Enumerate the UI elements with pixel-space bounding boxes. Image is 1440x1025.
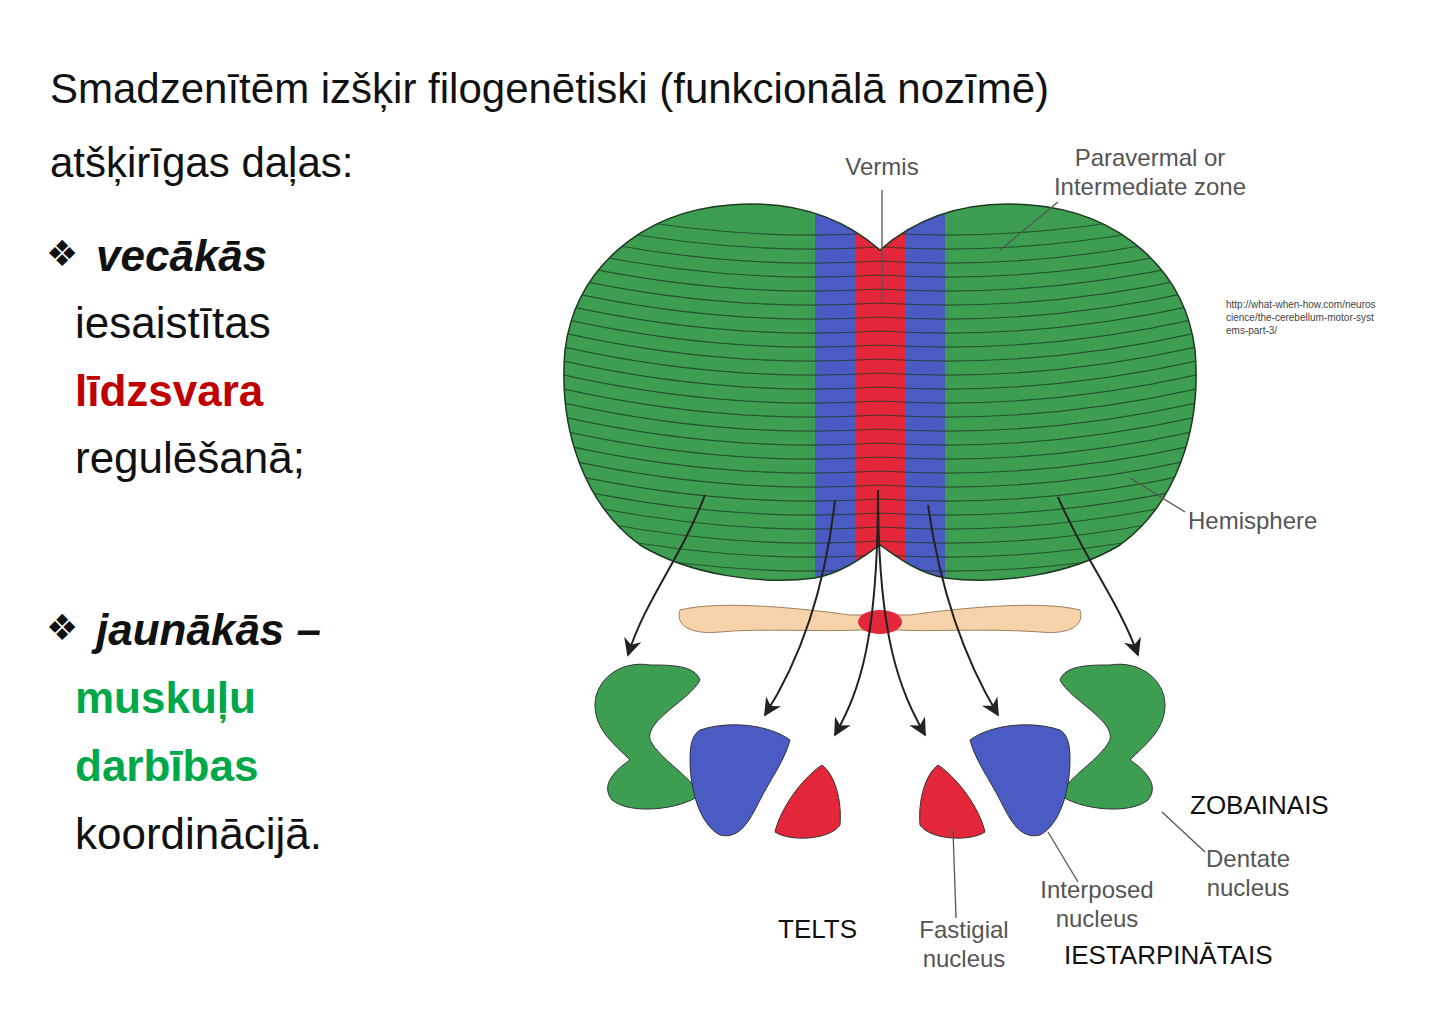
folium-line: [555, 513, 1205, 543]
leader-line: [1000, 202, 1058, 250]
folium-line: [555, 387, 1205, 417]
projection-arrow: [628, 495, 705, 655]
part-label: Fastigial nucleus: [904, 916, 1024, 974]
highlight-text: muskuļu: [75, 672, 256, 725]
folium-line: [555, 443, 1205, 473]
folium-line: [555, 289, 1205, 319]
highlight-text: līdzsvara: [75, 365, 263, 418]
folium-line: [555, 345, 1205, 375]
folia-lines: [555, 205, 1205, 585]
slide-title: Smadzenītēm izšķir filogenētiski (funkci…: [50, 52, 1230, 200]
part-label: Vermis: [822, 153, 942, 182]
part-label: Paravermal or Intermediate zone: [1030, 144, 1270, 202]
part-label: Dentate nucleus: [1188, 845, 1308, 903]
leader-line: [881, 190, 882, 300]
folium-line: [555, 303, 1205, 333]
bullet-text: koordinācijā.: [75, 808, 322, 861]
folium-line: [555, 415, 1205, 445]
bullet-symbol: ❖: [46, 606, 78, 649]
interposed-nucleus: [970, 725, 1070, 836]
latvian-name: ZOBAINAIS: [1190, 790, 1329, 821]
bullet-heading: vecākās: [96, 230, 267, 283]
leader-lines: [882, 190, 1205, 918]
deep-nuclei: [595, 664, 1165, 838]
folium-line: [555, 275, 1205, 305]
cerebellum-cortex: [550, 190, 1210, 600]
cerebellum-outline: [564, 204, 1196, 580]
leader-line: [953, 830, 956, 918]
folium-line: [555, 331, 1205, 361]
folium-line: [555, 457, 1205, 487]
bullet-text: regulēšanā;: [75, 432, 305, 485]
latvian-name: IESTARPINĀTAIS: [1064, 940, 1273, 971]
fastigial-nucleus: [920, 765, 985, 838]
dentate-nucleus: [595, 664, 700, 809]
latvian-name: TELTS: [778, 914, 857, 945]
folium-line: [555, 401, 1205, 431]
projection-arrow: [878, 490, 925, 735]
bullet-heading: jaunākās –: [96, 604, 321, 657]
dentate-nucleus: [1060, 664, 1165, 809]
fastigial-nucleus: [775, 765, 840, 838]
part-label: Hemisphere: [1188, 507, 1317, 536]
folium-line: [555, 485, 1205, 515]
folium-line: [555, 219, 1205, 249]
bullet-symbol: ❖: [46, 232, 78, 275]
highlight-text: darbības: [75, 740, 258, 793]
projection-arrows: [628, 490, 1138, 735]
folium-line: [555, 205, 1205, 235]
leader-line: [1048, 832, 1078, 882]
vermis-zone: [855, 190, 905, 600]
paravermal-zone: [815, 190, 945, 600]
folium-line: [555, 247, 1205, 277]
projection-arrow: [928, 505, 998, 715]
folium-line: [555, 373, 1205, 403]
source-url: http://what-when-how.com/neuroscience/th…: [1226, 298, 1378, 337]
part-label: Interposed nucleus: [1022, 876, 1172, 934]
folium-line: [555, 261, 1205, 291]
leader-line: [1130, 478, 1185, 512]
projection-arrow: [765, 500, 835, 715]
folium-line: [555, 233, 1205, 263]
projection-arrow: [835, 490, 878, 735]
bullet-text: iesaistītas: [75, 297, 271, 350]
section-vermis: [858, 610, 902, 634]
folium-line: [555, 359, 1205, 389]
projection-arrow: [1058, 497, 1138, 655]
hemisphere-zone: [550, 190, 1210, 600]
folium-line: [555, 499, 1205, 529]
folium-line: [555, 317, 1205, 347]
folium-line: [555, 471, 1205, 501]
folium-line: [555, 429, 1205, 459]
interposed-nucleus: [690, 725, 790, 836]
